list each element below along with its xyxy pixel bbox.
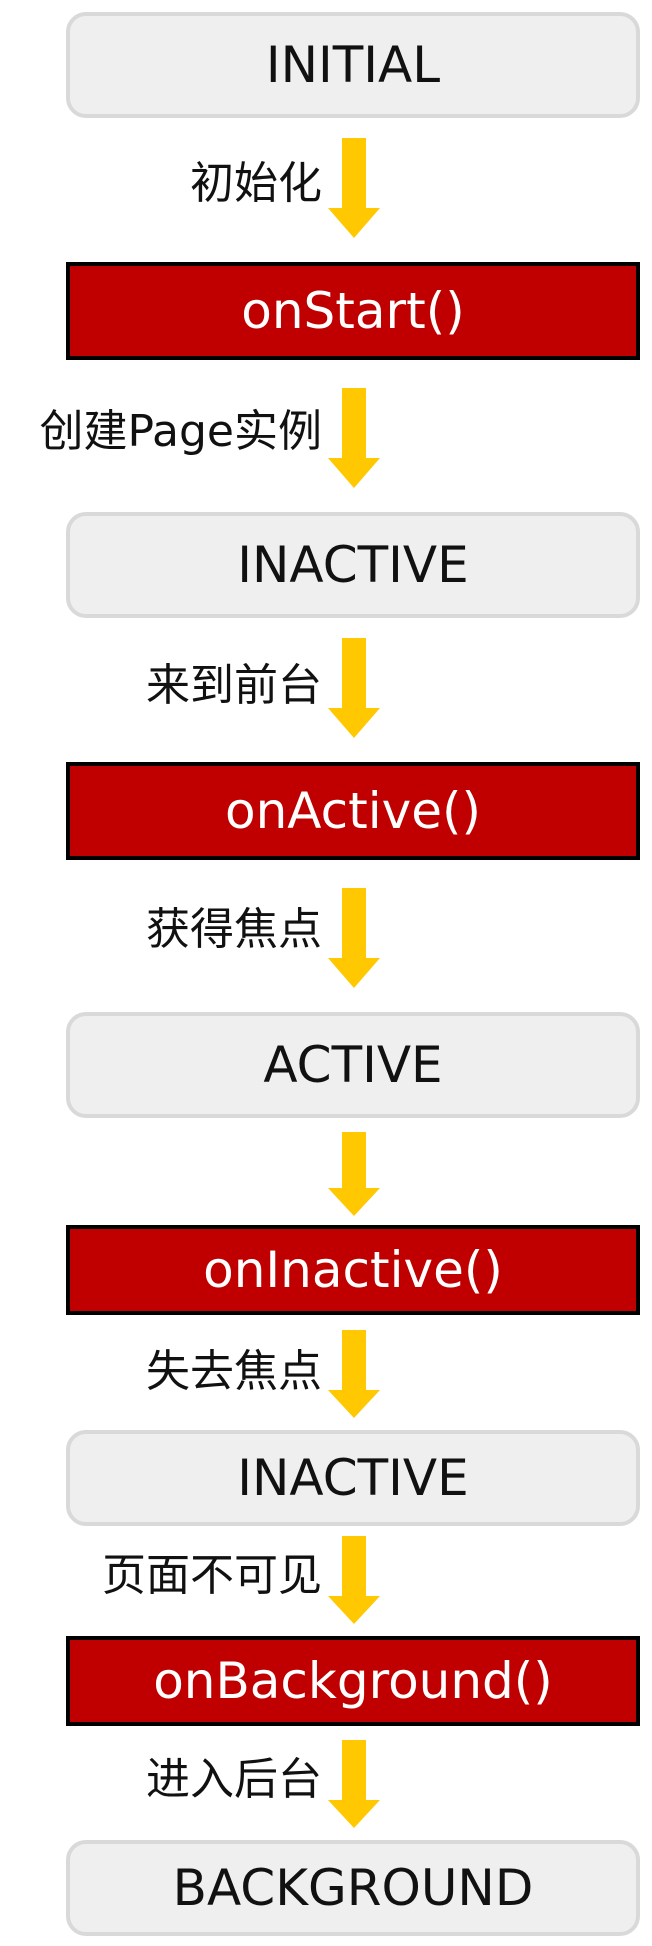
arrow-down-icon (328, 1330, 380, 1418)
arrow-down-icon (328, 1536, 380, 1624)
method-on-background: onBackground() (66, 1636, 640, 1726)
method-on-start: onStart() (66, 262, 640, 360)
state-background: BACKGROUND (66, 1840, 640, 1936)
method-on-background-label: onBackground() (153, 1652, 553, 1710)
method-on-active: onActive() (66, 762, 640, 860)
transition-label-page-invisible: 页面不可见 (102, 1550, 322, 1601)
state-inactive-1: INACTIVE (66, 512, 640, 618)
method-on-active-label: onActive() (225, 782, 481, 840)
method-on-start-label: onStart() (241, 282, 465, 340)
state-background-label: BACKGROUND (172, 1859, 534, 1917)
state-initial: INITIAL (66, 12, 640, 118)
transition-label-enter-background: 进入后台 (146, 1754, 322, 1805)
state-inactive-1-label: INACTIVE (237, 536, 469, 594)
arrow-down-icon (328, 1740, 380, 1828)
state-active: ACTIVE (66, 1012, 640, 1118)
method-on-inactive-label: onInactive() (203, 1241, 503, 1299)
arrow-down-icon (328, 138, 380, 238)
method-on-inactive: onInactive() (66, 1225, 640, 1315)
transition-label-create-page-instance: 创建Page实例 (39, 406, 322, 457)
transition-label-lose-focus: 失去焦点 (146, 1346, 322, 1397)
state-initial-label: INITIAL (265, 36, 441, 94)
transition-label-initialize: 初始化 (190, 158, 322, 209)
state-inactive-2: INACTIVE (66, 1430, 640, 1526)
arrow-down-icon (328, 388, 380, 488)
arrow-down-icon (328, 888, 380, 988)
state-inactive-2-label: INACTIVE (237, 1449, 469, 1507)
arrow-down-icon (328, 1132, 380, 1216)
state-active-label: ACTIVE (263, 1036, 443, 1094)
transition-label-gain-focus: 获得焦点 (146, 904, 322, 955)
arrow-down-icon (328, 638, 380, 738)
transition-label-come-to-foreground: 来到前台 (146, 660, 322, 711)
